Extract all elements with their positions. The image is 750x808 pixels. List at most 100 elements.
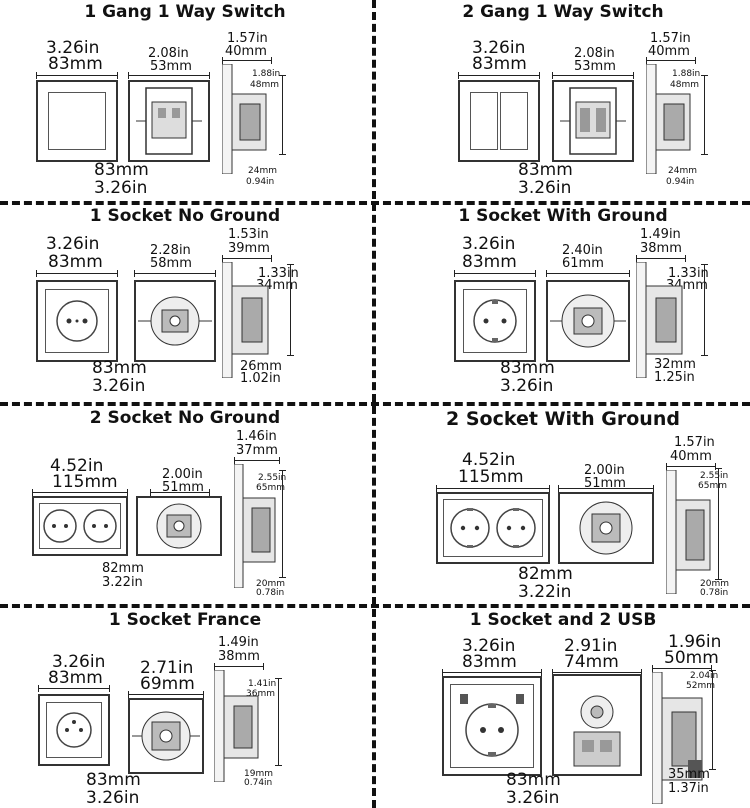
switch-side-profile (646, 64, 696, 174)
height-mm-label: 83mm (506, 770, 561, 790)
inner-inch-label: 1.88in (672, 69, 701, 79)
depth-inch-label: 1.57in (674, 435, 715, 450)
panel-2-socket-with-ground: 2 Socket With Ground 4.52in 115mm 2.00in… (378, 406, 748, 606)
height-inch-label: 3.26in (518, 178, 572, 198)
width-inch-label: 3.26in (46, 38, 100, 58)
panel-title: 1 Socket No Ground (89, 206, 281, 226)
mech-dimension-line (150, 489, 210, 496)
depth-mm-label: 39mm (228, 241, 270, 256)
depth-mm-label: 38mm (218, 649, 260, 664)
socket-mechanism-back (134, 280, 216, 362)
width-dimension-line (454, 270, 536, 277)
depth-mm-label: 38mm (640, 241, 682, 256)
height-inch-label: 3.22in (518, 582, 572, 602)
width-mm-label: 83mm (48, 668, 103, 688)
socket-mechanism-back (558, 492, 654, 564)
mech-dimension-line (552, 72, 634, 79)
panel-title: 1 Socket and 2 USB (469, 610, 657, 630)
socket-usb-front-plate (442, 676, 542, 776)
switch-side-profile (222, 64, 272, 174)
depth-dimension-line (222, 255, 272, 262)
socket-mechanism-back (128, 698, 204, 774)
width-inch-label: 3.26in (462, 636, 516, 656)
mech-mm-label: 61mm (562, 256, 604, 271)
socket-side-profile (214, 670, 264, 782)
height-inch-label: 3.26in (92, 376, 146, 396)
inner-inch-label: 2.04in (690, 671, 719, 681)
horizontal-divider (0, 604, 750, 608)
height-mm-label: 83mm (518, 160, 573, 180)
mech-inch-label: 2.40in (562, 243, 603, 258)
inner-mm-label: 48mm (250, 80, 279, 90)
width-inch-label: 3.26in (52, 652, 106, 672)
inner-mm-label: 52mm (686, 681, 715, 691)
inner-inch-label: 1.41in (248, 679, 277, 689)
inner-inch-label: 1.88in (252, 69, 281, 79)
bottom-mm-label: 24mm (248, 166, 277, 176)
width-mm-label: 115mm (458, 467, 524, 487)
inner-dimension-line (275, 678, 282, 766)
panel-2-gang-switch: 2 Gang 1 Way Switch 3.26in 83mm 2.08in 5… (378, 0, 748, 200)
mech-mm-label: 51mm (162, 480, 204, 495)
panel-1-gang-switch: 1 Gang 1 Way Switch 3.26in 83mm 2.08in 5… (0, 0, 370, 200)
panel-2-socket-no-ground: 2 Socket No Ground 4.52in 115mm 2.00in 5… (0, 406, 370, 606)
inner-dimension-line (701, 264, 708, 356)
width-dimension-line (32, 489, 128, 496)
width-mm-label: 83mm (462, 252, 517, 272)
mech-mm-label: 58mm (150, 256, 192, 271)
inner-mm-label: 65mm (698, 481, 727, 491)
depth-mm-label: 40mm (648, 44, 690, 59)
depth-inch-label: 1.46in (236, 429, 277, 444)
height-inch-label: 3.22in (102, 575, 143, 590)
double-socket-front-plate (436, 492, 550, 564)
socket-side-profile (234, 464, 280, 588)
mech-dimension-line (134, 270, 216, 277)
bottom-mm-label: 19mm (244, 769, 273, 779)
depth-inch-label: 1.57in (227, 31, 268, 46)
height-inch-label: 3.26in (86, 788, 140, 808)
width-dimension-line (458, 72, 540, 79)
panel-title: 1 Socket With Ground (458, 206, 668, 226)
depth-inch-label: 1.53in (228, 227, 269, 242)
inner-mm-label: 48mm (670, 80, 699, 90)
width-mm-label: 83mm (472, 54, 527, 74)
height-inch-label: 3.26in (506, 788, 560, 808)
inner-dimension-line (715, 468, 722, 580)
mech-mm-label: 51mm (584, 476, 626, 491)
switch-mechanism-back (128, 80, 210, 162)
mech-dimension-line (558, 485, 654, 492)
mech-dimension-line (128, 691, 204, 698)
socket-front-plate (38, 694, 110, 766)
depth-mm-label: 50mm (664, 648, 719, 668)
depth-dimension-line (234, 457, 280, 464)
inner-mm-label: 65mm (256, 483, 285, 493)
bottom-mm-label: 20mm (700, 579, 729, 589)
mech-inch-label: 2.00in (162, 467, 203, 482)
bottom-mm-label: 20mm (256, 579, 285, 589)
height-mm-label: 83mm (500, 358, 555, 378)
panel-title: 1 Socket France (108, 610, 262, 630)
width-inch-label: 3.26in (462, 234, 516, 254)
inner-inch-label: 1.33in (258, 266, 299, 281)
bottom-mm-label: 24mm (668, 166, 697, 176)
inner-mm-label: 36mm (246, 689, 275, 699)
socket-side-profile (222, 262, 272, 378)
bottom-inch-label: 0.78in (256, 588, 285, 598)
panel-1-socket-2-usb: 1 Socket and 2 USB 3.26in 83mm 2.91in 74… (378, 608, 748, 808)
bottom-mm-label: 26mm (240, 359, 282, 374)
inner-dimension-line (701, 75, 708, 155)
inner-dimension-line (287, 264, 294, 356)
bottom-mm-label: 32mm (654, 357, 696, 372)
horizontal-divider (0, 402, 750, 406)
height-mm-label: 82mm (102, 561, 144, 576)
width-mm-label: 83mm (48, 54, 103, 74)
inner-dimension-line (279, 75, 286, 155)
height-mm-label: 83mm (92, 358, 147, 378)
double-socket-front-plate (32, 496, 128, 556)
switch-front-plate (36, 80, 118, 162)
depth-dimension-line (636, 255, 686, 262)
bottom-inch-label: 1.02in (240, 371, 281, 386)
inner-dimension-line (279, 470, 286, 578)
panel-1-socket-france: 1 Socket France 3.26in 83mm 2.71in 69mm … (0, 608, 370, 808)
socket-mechanism-back (136, 496, 222, 556)
